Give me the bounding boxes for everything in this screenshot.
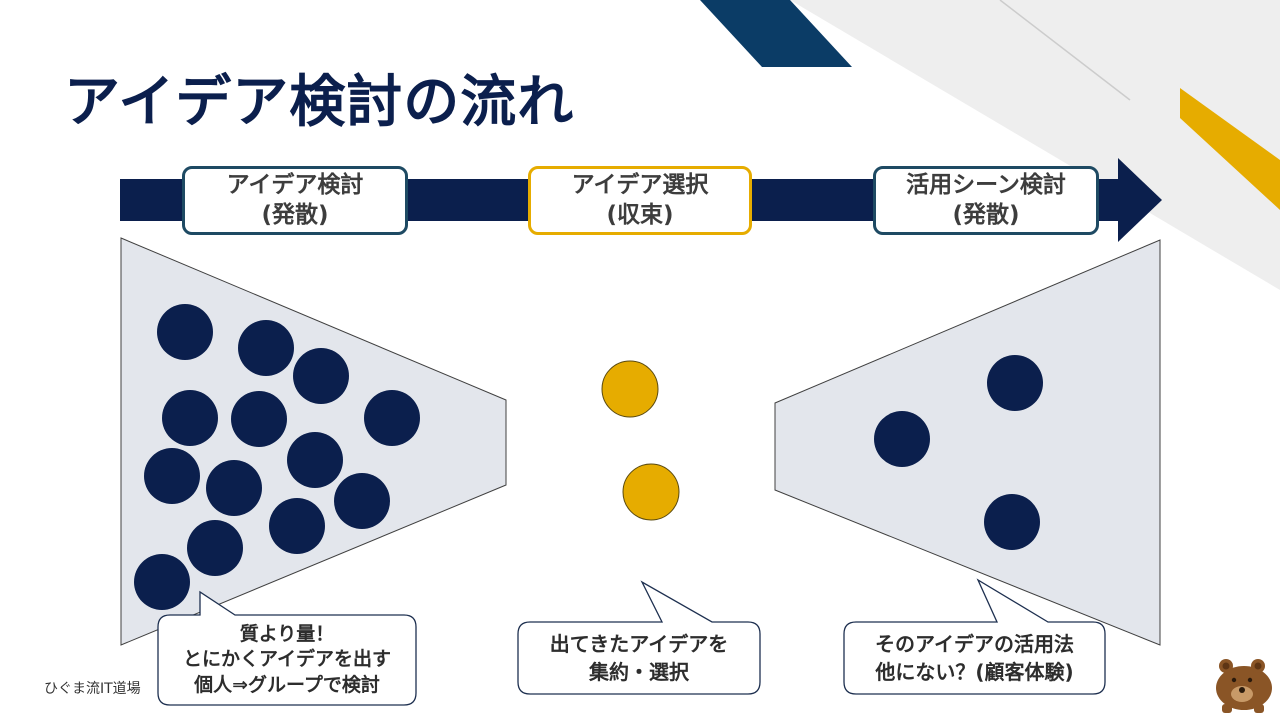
stage-label: 活用シーン検討: [906, 171, 1066, 198]
callout-bubble-right: [843, 578, 1106, 695]
callout-line: 個人⇒グループで検討: [194, 673, 380, 696]
callout-line: 質より量！: [239, 623, 335, 646]
idea-dot: [162, 390, 218, 446]
decor-navy-stripe: [700, 0, 852, 67]
idea-dot: [293, 348, 349, 404]
callout-line: 他にない？(顧客体験): [875, 660, 1074, 684]
process-arrow-head: [1118, 158, 1162, 242]
idea-dot: [134, 554, 190, 610]
callout-line: とにかくアイデアを出す: [182, 648, 392, 671]
idea-dot: [187, 520, 243, 576]
decor-light-stripe: [790, 0, 1280, 290]
selected-idea-dot: [622, 463, 680, 521]
idea-dot: [144, 448, 200, 504]
usage-idea-dot: [984, 494, 1040, 550]
usage-idea-dot: [987, 355, 1043, 411]
callout-bubble-left: [157, 590, 417, 706]
idea-dot: [206, 460, 262, 516]
decor-gold-stripe: [1180, 88, 1280, 210]
footer-brand-label: ひぐま流IT道場: [44, 681, 141, 697]
idea-dot: [231, 391, 287, 447]
idea-dot: [269, 498, 325, 554]
idea-dot: [364, 390, 420, 446]
callout-right-text: そのアイデアの活用法 他にない？(顧客体験): [844, 622, 1105, 694]
usage-idea-dot: [874, 411, 930, 467]
stage-label: アイデア選択: [571, 171, 709, 198]
callout-line: 出てきたアイデアを: [549, 632, 729, 656]
stage-box-usage-scenes: 活用シーン検討 (発散): [873, 166, 1099, 235]
callout-line: 集約・選択: [589, 660, 689, 684]
stage-mode-label: (発散): [261, 201, 329, 228]
stage-mode-label: (収束): [606, 201, 674, 228]
decor-thin-line: [999, 0, 1131, 101]
callout-center-text: 出てきたアイデアを 集約・選択: [518, 622, 760, 694]
callout-left-text: 質より量！ とにかくアイデアを出す 個人⇒グループで検討: [158, 615, 416, 705]
stage-label: アイデア検討: [226, 171, 364, 198]
page-title: アイデア検討の流れ: [64, 70, 575, 135]
stage-box-selection: アイデア選択 (収束): [528, 166, 752, 235]
diverge-funnel-right: [774, 239, 1161, 646]
idea-dot: [287, 432, 343, 488]
idea-dot: [157, 304, 213, 360]
callout-line: そのアイデアの活用法: [875, 632, 1074, 656]
stage-mode-label: (発散): [952, 201, 1020, 228]
idea-dot: [334, 473, 390, 529]
callout-bubble-center: [517, 580, 761, 695]
bear-mascot-icon: [1216, 659, 1272, 713]
stage-box-ideation: アイデア検討 (発散): [182, 166, 408, 235]
selected-idea-dot: [601, 360, 659, 418]
idea-dot: [238, 320, 294, 376]
